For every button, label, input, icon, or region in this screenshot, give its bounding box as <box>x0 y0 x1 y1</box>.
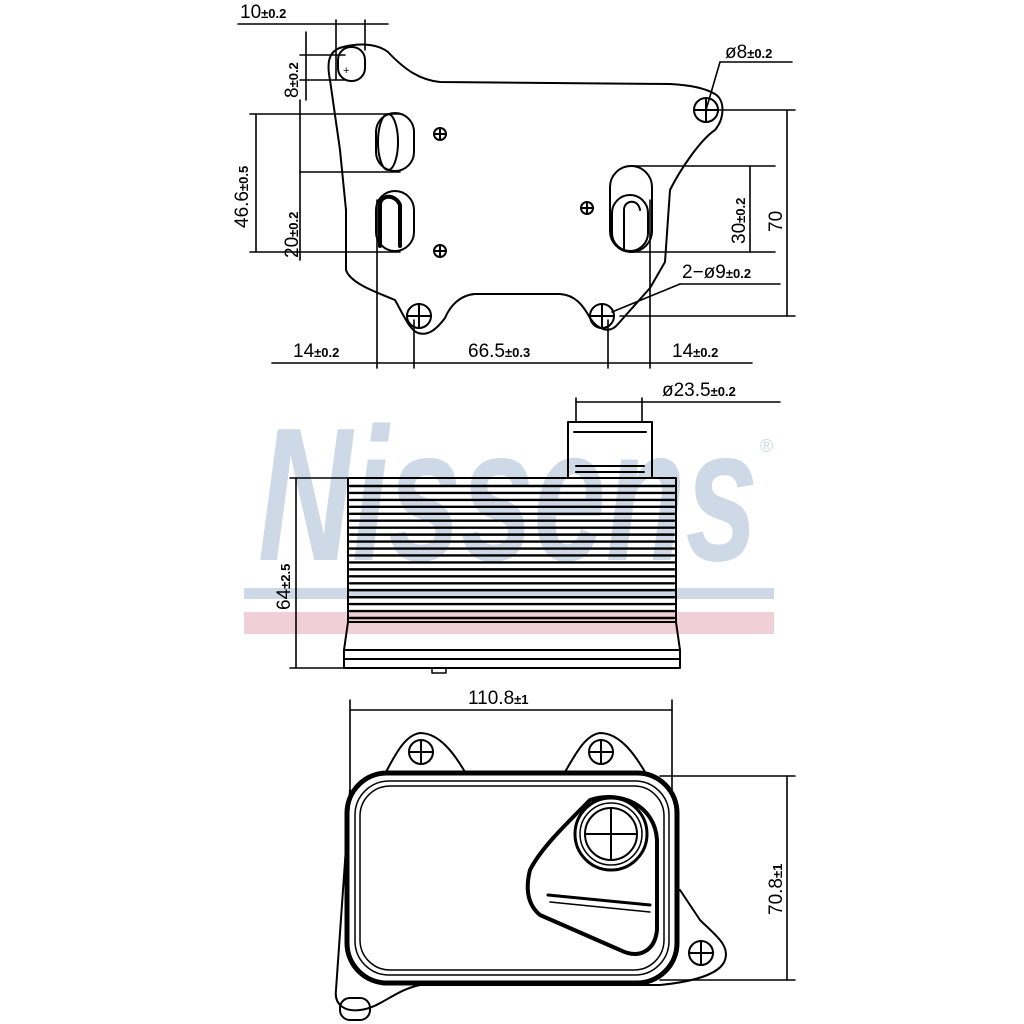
dim-bottom-width: 110.8±1 <box>468 688 529 709</box>
body-outline <box>344 770 680 986</box>
port-crosshair-icon <box>584 807 638 861</box>
port-slot-right <box>609 165 653 253</box>
bolt-hole-icon <box>588 739 614 765</box>
dim-mount-tab-hole-offset: 8±0.2 <box>282 62 303 98</box>
dim-port-height-right: 30±0.2 <box>729 198 750 244</box>
dim-port-spacing-vertical: 46.6±0.5 <box>232 166 253 228</box>
side-view: ø23.5±0.2 64±2.5 <box>274 380 781 674</box>
port-slot-upper-left <box>375 112 415 172</box>
fin-lines <box>348 484 676 620</box>
dim-mount-tab-width: 10±0.2 <box>240 2 286 23</box>
bolt-hole-icon <box>589 303 615 329</box>
port-slot-lower-left <box>375 190 415 252</box>
top-view: + <box>232 2 796 369</box>
mount-tab-hole-icon: + <box>343 65 349 77</box>
port-slot-upper-left-inner <box>377 113 399 171</box>
dim-bolt-holes: 2−ø9±0.2 <box>682 262 751 283</box>
crosshair-icon <box>580 201 594 215</box>
fin-stack <box>347 477 677 623</box>
dim-bottom-depth: 70.8±1 <box>766 864 787 915</box>
port-slot-right-ring <box>611 194 649 252</box>
mount-tab-left <box>385 732 466 773</box>
dim-hole-diameter-top-right: ø8±0.2 <box>725 42 772 63</box>
dim-port-diameter: ø23.5±0.2 <box>662 380 736 401</box>
dim-right-offset: 14±0.2 <box>672 341 718 362</box>
crosshair-icon <box>433 127 447 141</box>
dimension-lines-side <box>289 477 349 669</box>
bolt-hole-icon <box>406 303 432 329</box>
side-port <box>567 421 653 479</box>
mount-tab-slot <box>337 46 366 82</box>
port-slot-right-inner <box>623 200 641 251</box>
bolt-hole-icon <box>688 940 714 966</box>
bolt-hole-icon <box>408 739 434 765</box>
dimension-lines-top <box>237 19 796 369</box>
crosshair-icon <box>433 244 447 258</box>
mount-tab-right <box>564 732 646 773</box>
base-taper <box>343 621 681 651</box>
port-ring <box>573 796 649 872</box>
drain-hole <box>339 997 371 1021</box>
dim-bolt-spacing: 66.5±0.3 <box>468 341 530 362</box>
dim-side-height: 64±2.5 <box>274 564 295 610</box>
registered-mark: ® <box>760 436 773 456</box>
watermark-stripe-blue <box>244 588 774 599</box>
watermark-logo: Nissens <box>258 389 758 601</box>
body-gasket <box>354 780 670 976</box>
port-seal <box>525 794 659 956</box>
bottom-view: 110.8±1 70.8±1 <box>334 688 796 1021</box>
dimension-lines-bottom <box>349 699 796 981</box>
dim-port-height-left: 20±0.2 <box>282 212 303 258</box>
dim-left-offset: 14±0.2 <box>293 341 339 362</box>
port-slot-lower-left-inner <box>378 194 402 248</box>
dim-overall-height: 70 <box>766 211 787 232</box>
